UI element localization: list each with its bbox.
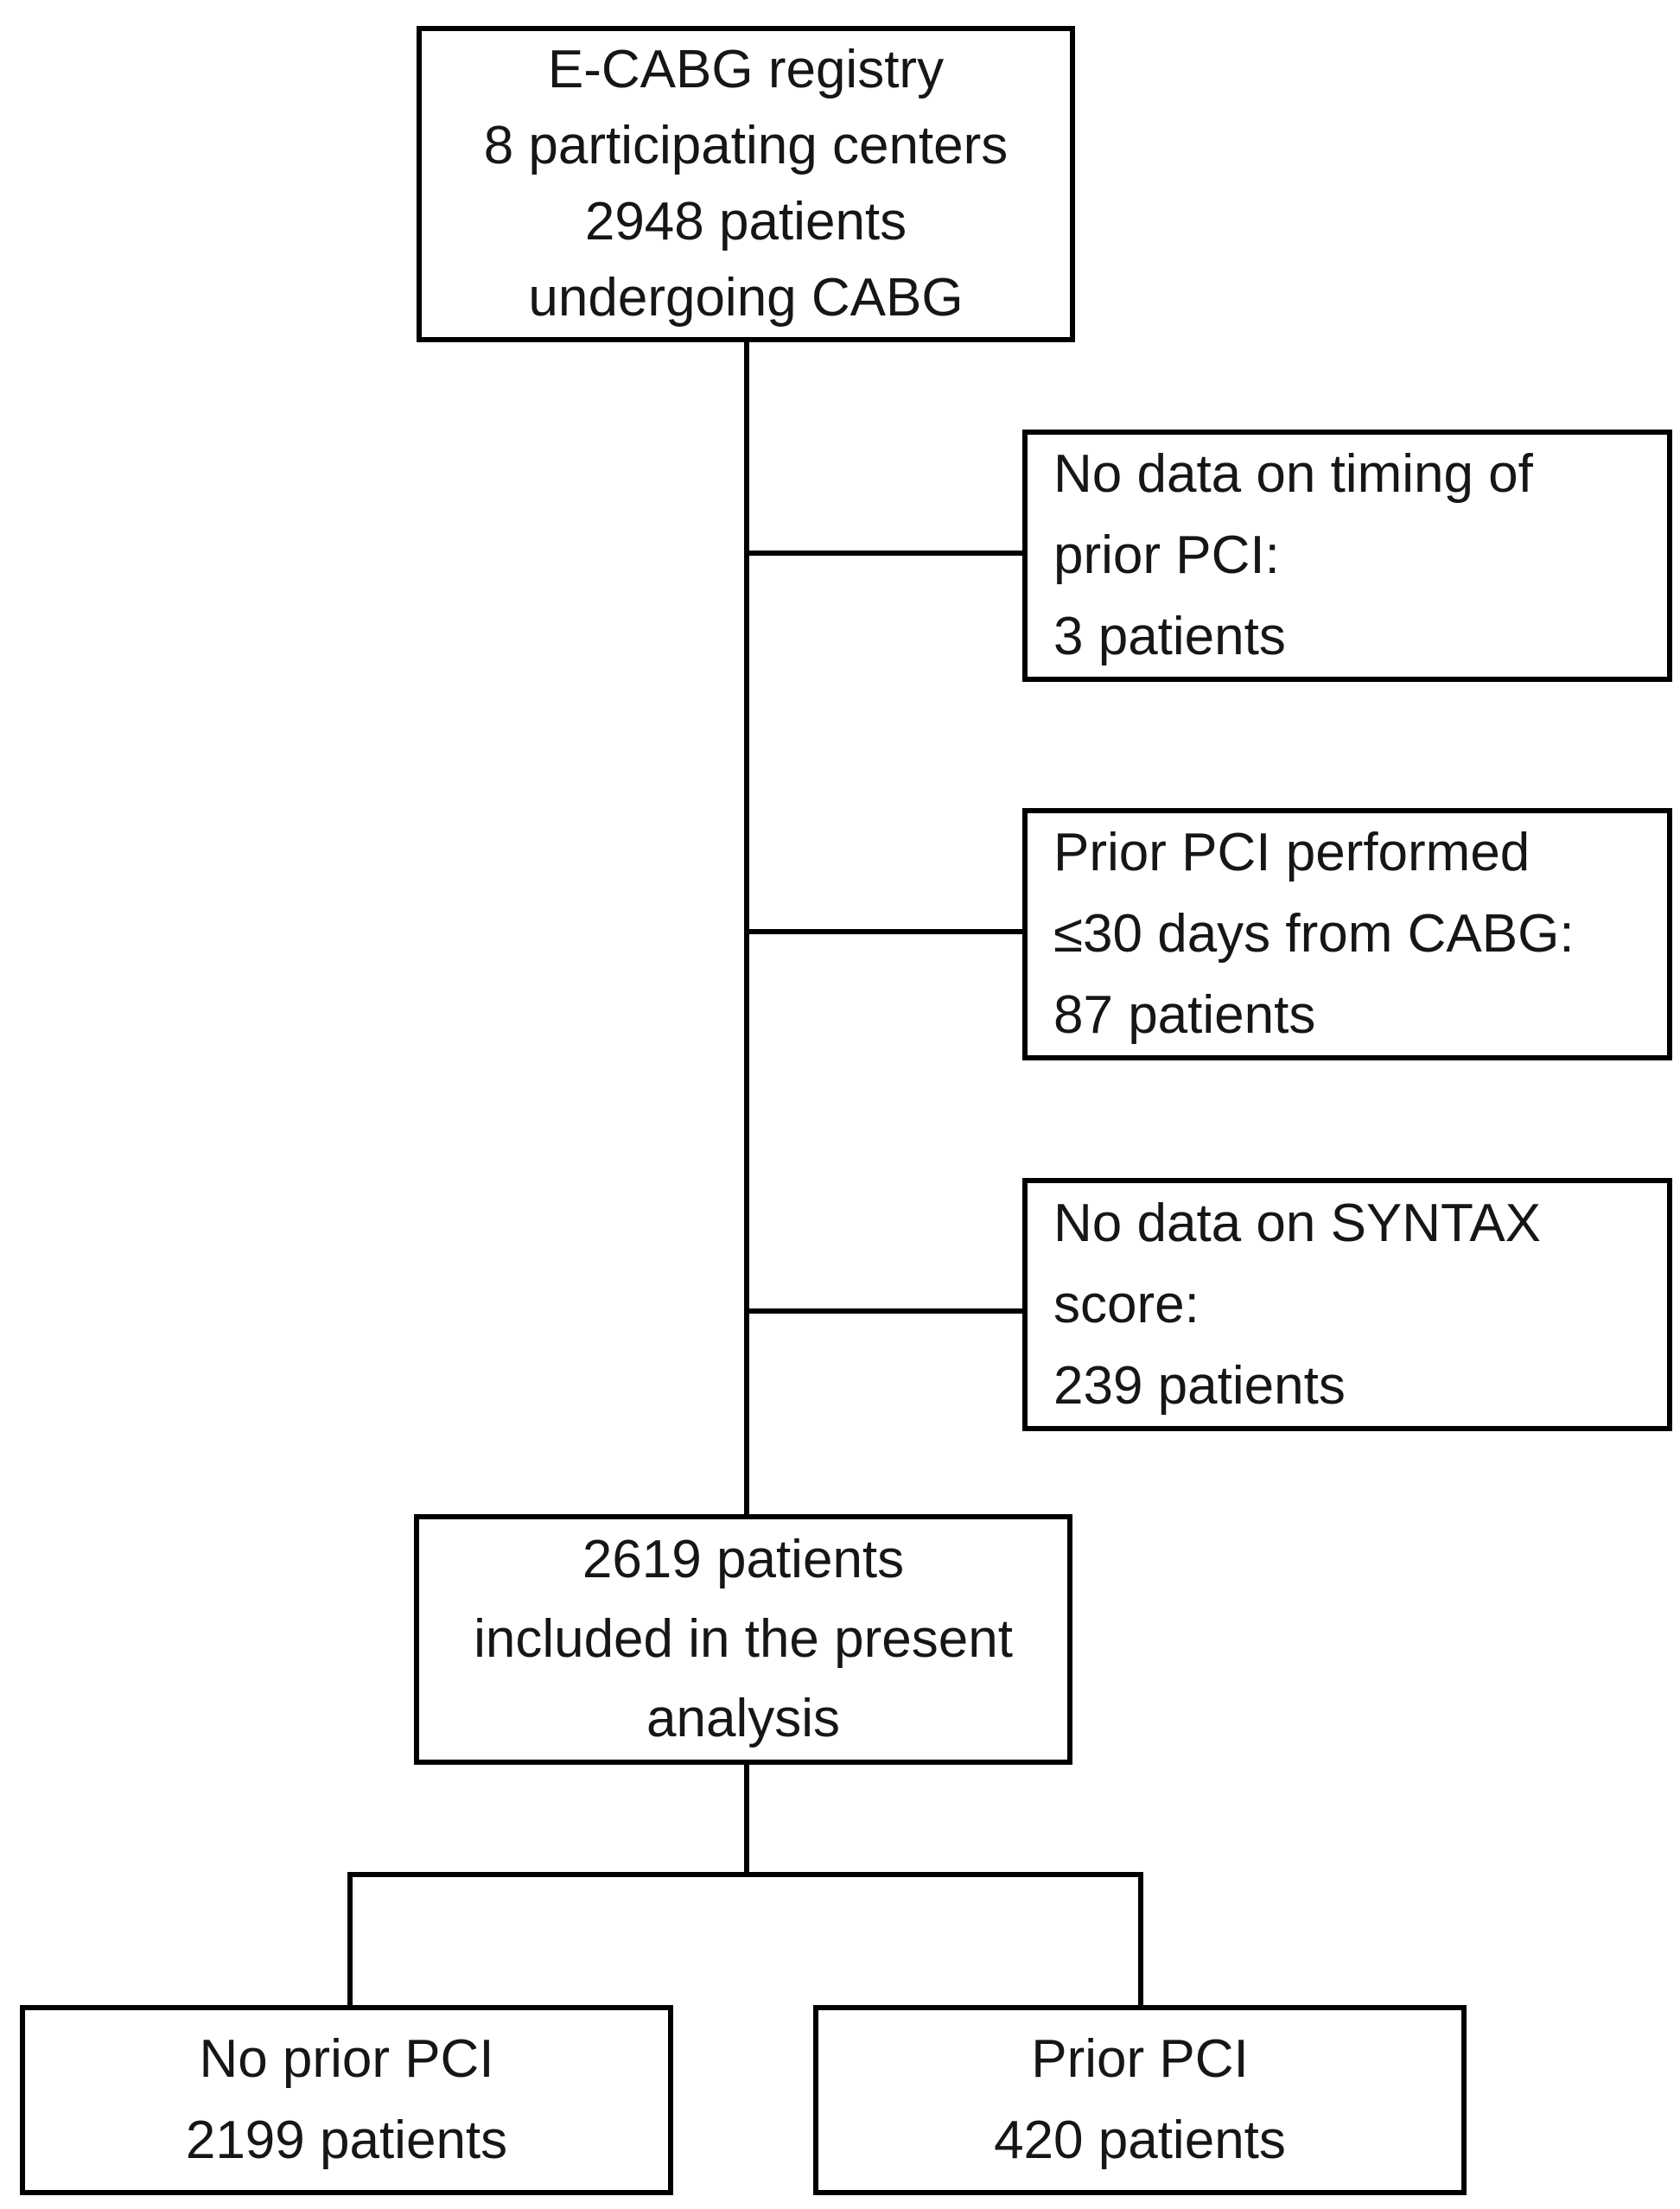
exclusion-timing-line-3: 3 patients	[1053, 607, 1286, 666]
node-exclusion-syntax-box: No data on SYNTAX score: 239 patients	[1022, 1178, 1672, 1431]
connector-exclusion-recent-pci	[747, 929, 1025, 934]
exclusion-recent-pci-line-3: 87 patients	[1053, 985, 1316, 1045]
connector-branch-horizontal	[347, 1872, 1143, 1877]
registry-line-2: 8 participating centers	[483, 116, 1009, 175]
node-included-box: 2619 patients included in the present an…	[414, 1514, 1072, 1765]
node-prior-pci-box: Prior PCI 420 patients	[813, 2005, 1467, 2195]
included-line-2: included in the present	[474, 1609, 1013, 1669]
exclusion-syntax-line-3: 239 patients	[1053, 1355, 1346, 1416]
exclusion-recent-pci-line-1: Prior PCI performed	[1053, 823, 1530, 882]
no-prior-pci-line-1: No prior PCI	[199, 2029, 494, 2089]
connector-exclusion-timing	[747, 551, 1025, 556]
connector-exclusion-syntax	[747, 1308, 1025, 1314]
connector-branch-right-drop	[1138, 1872, 1143, 2005]
connector-branch-left-drop	[347, 1872, 353, 2005]
registry-line-3: 2948 patients	[584, 192, 907, 251]
node-exclusion-timing-box: No data on timing of prior PCI: 3 patien…	[1022, 430, 1672, 682]
exclusion-syntax-line-1: No data on SYNTAX	[1053, 1193, 1542, 1253]
registry-line-4: undergoing CABG	[528, 268, 964, 328]
node-registry-box: E-CABG registry 8 participating centers …	[417, 26, 1075, 342]
node-no-prior-pci-box: No prior PCI 2199 patients	[20, 2005, 673, 2195]
exclusion-timing-line-2: prior PCI:	[1053, 525, 1280, 585]
registry-line-1: E-CABG registry	[547, 40, 945, 99]
connector-branch-stem	[744, 1763, 749, 1877]
exclusion-timing-line-1: No data on timing of	[1053, 444, 1533, 504]
prior-pci-line-1: Prior PCI	[1031, 2029, 1249, 2089]
exclusion-syntax-line-2: score:	[1053, 1274, 1200, 1334]
node-exclusion-recent-pci-box: Prior PCI performed ≤30 days from CABG: …	[1022, 808, 1672, 1060]
included-line-3: analysis	[646, 1689, 840, 1748]
connector-main-stem	[744, 341, 749, 1516]
no-prior-pci-line-2: 2199 patients	[185, 2110, 508, 2170]
included-line-1: 2619 patients	[582, 1530, 905, 1589]
exclusion-recent-pci-line-2: ≤30 days from CABG:	[1053, 904, 1575, 964]
prior-pci-line-2: 420 patients	[994, 2110, 1286, 2170]
